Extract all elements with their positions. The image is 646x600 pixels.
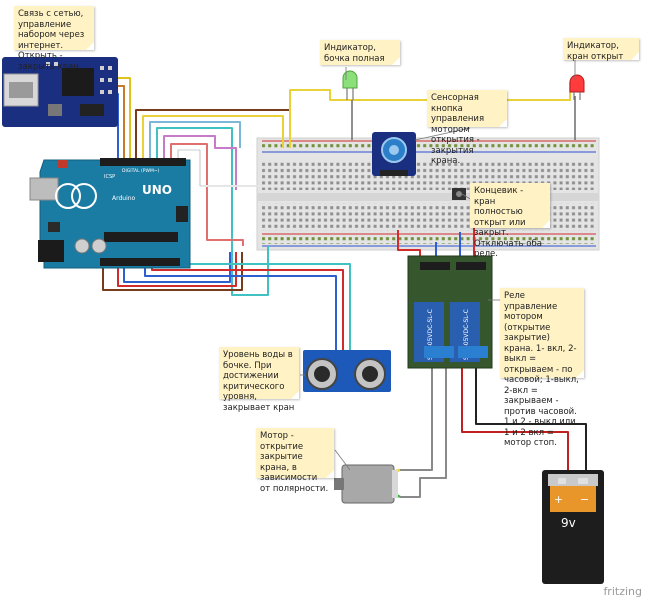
note-network: Связь с сетью, управление набором через … bbox=[14, 6, 94, 72]
battery-9v: + − 9v bbox=[542, 470, 604, 584]
note-relay: Реле управление мотором (открытие закрыт… bbox=[500, 288, 584, 448]
limit-switch bbox=[452, 188, 466, 200]
battery-minus: − bbox=[580, 493, 589, 506]
red-led bbox=[569, 74, 585, 100]
touch-sensor bbox=[372, 132, 416, 176]
digital-label: DIGITAL (PWM~) bbox=[122, 168, 160, 174]
dc-motor bbox=[334, 464, 398, 504]
fritzing-watermark: fritzing bbox=[603, 585, 642, 598]
relay-module: SRD-05VDC-SL-C SRD-05VDC-SL-C bbox=[407, 255, 493, 369]
relay-text-2: SRD-05VDC-SL-C bbox=[463, 309, 470, 360]
arduino-brand-label: UNO bbox=[142, 183, 172, 197]
note-touch-button: Сенсорная кнопка управления мотором откр… bbox=[427, 90, 507, 166]
note-indicator-full: Индикатор, бочка полная bbox=[320, 40, 400, 65]
note-motor: Мотор - открытие закрытие крана, в завис… bbox=[256, 428, 334, 494]
note-water-level: Уровень воды в бочке. При достижении кри… bbox=[219, 347, 299, 413]
arduino-sub-label: Arduino bbox=[112, 195, 136, 202]
relay-text-1: SRD-05VDC-SL-C bbox=[427, 309, 434, 360]
arduino-uno: UNO Arduino ICSP DIGITAL (PWM~) bbox=[29, 158, 191, 269]
battery-plus: + bbox=[554, 493, 563, 506]
green-led bbox=[342, 70, 358, 100]
note-indicator-open: Индикатор, кран открыт bbox=[563, 38, 639, 62]
note-limit-switch: Концевик - кран полностью открыт или зак… bbox=[470, 183, 550, 259]
ultrasonic-sensor: HC-SR04 bbox=[303, 350, 391, 398]
sonar-label: HC-SR04 bbox=[334, 392, 356, 398]
battery-voltage: 9v bbox=[561, 516, 576, 530]
note-pointers bbox=[300, 60, 576, 471]
ethernet-module bbox=[2, 57, 118, 127]
icsp-label: ICSP bbox=[104, 174, 115, 180]
